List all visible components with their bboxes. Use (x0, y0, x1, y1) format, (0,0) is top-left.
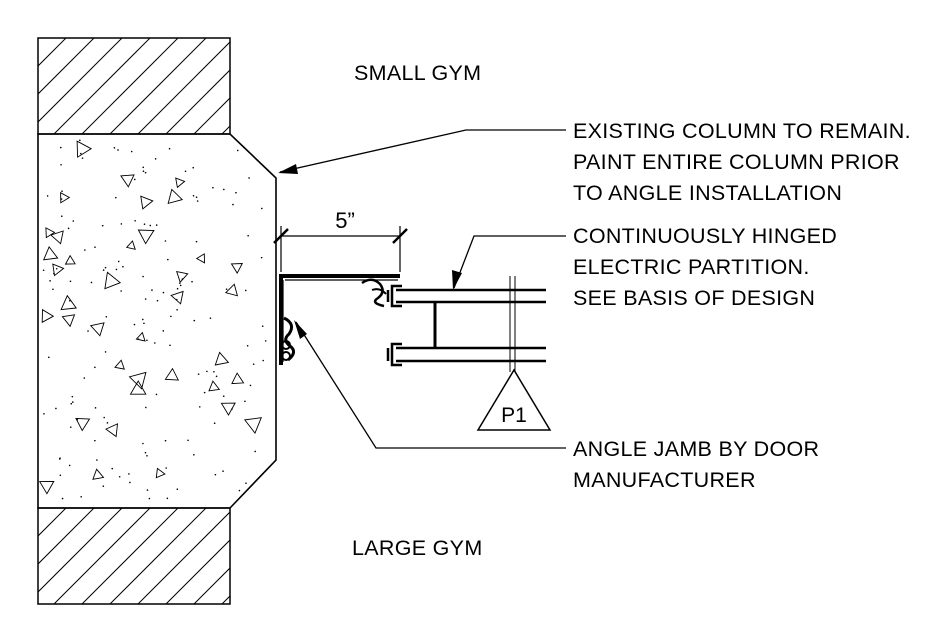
wall-bottom-hatch (37, 507, 231, 605)
note-jamb-line-2: MANUFACTURER (573, 468, 756, 492)
note-partition: CONTINUOUSLY HINGED ELECTRIC PARTITION. … (573, 224, 837, 310)
partition-panel (386, 276, 546, 372)
note-partition-line-1: CONTINUOUSLY HINGED (573, 224, 837, 248)
note-existing-column: EXISTING COLUMN TO REMAIN. PAINT ENTIRE … (573, 119, 911, 205)
room-label-large-gym: LARGE GYM (352, 536, 483, 560)
leader-column (278, 129, 566, 174)
note-column-line-3: TO ANGLE INSTALLATION (573, 181, 842, 205)
dimension-5in: 5” (273, 208, 408, 272)
angle-jamb (279, 274, 400, 365)
p1-tag-label: P1 (501, 404, 527, 427)
note-angle-jamb: ANGLE JAMB BY DOOR MANUFACTURER (573, 437, 819, 492)
note-jamb-line-1: ANGLE JAMB BY DOOR (573, 437, 819, 461)
leader-jamb (294, 320, 566, 449)
dimension-label: 5” (335, 208, 355, 233)
wall-top-hatch (37, 37, 231, 135)
note-partition-line-2: ELECTRIC PARTITION. (573, 255, 810, 279)
note-column-line-2: PAINT ENTIRE COLUMN PRIOR (573, 150, 900, 174)
p1-tag: P1 (476, 368, 552, 431)
room-label-small-gym: SMALL GYM (354, 61, 481, 85)
leader-partition (452, 235, 566, 290)
concrete-column (37, 133, 277, 509)
note-column-line-1: EXISTING COLUMN TO REMAIN. (573, 119, 911, 143)
note-partition-line-3: SEE BASIS OF DESIGN (573, 286, 815, 310)
